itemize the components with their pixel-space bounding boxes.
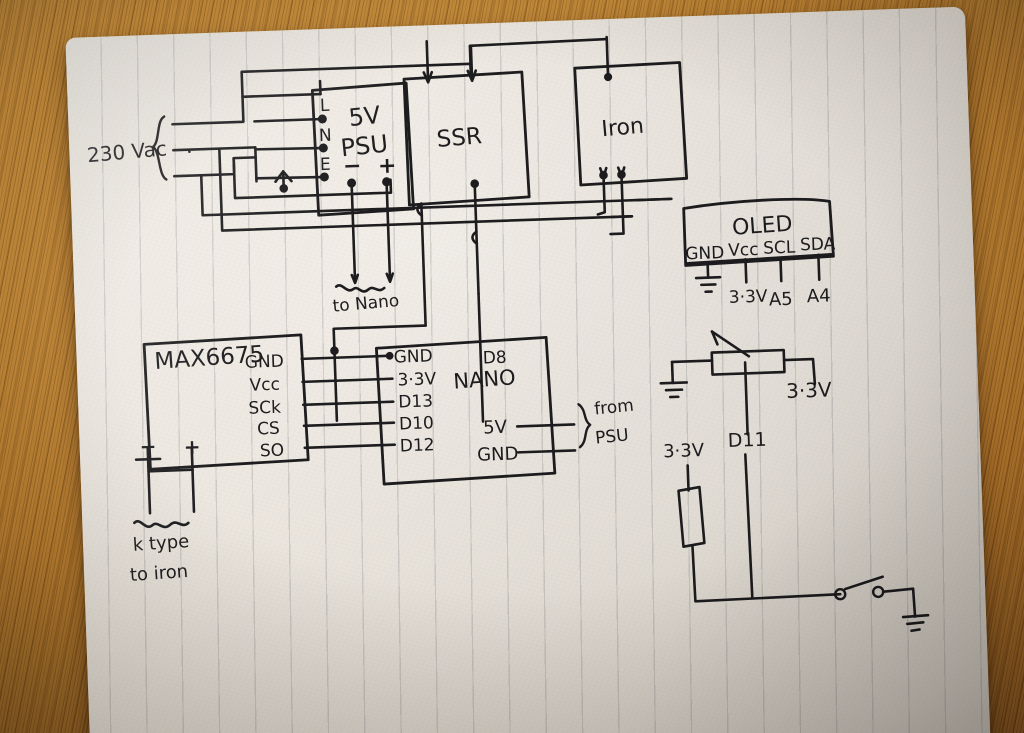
ink-drawing-layer: 230 Vac L N E 5V PSU − + to Nano SSR Iro… <box>65 7 990 733</box>
label-psu-n: N <box>319 126 332 146</box>
max6675-box <box>142 333 310 471</box>
oled-box <box>682 197 835 267</box>
nano-right-pin-wires <box>515 403 592 454</box>
wire-hops <box>416 197 673 245</box>
label-psu-minus: − <box>343 154 362 180</box>
label-max-sck: SCk <box>248 398 281 419</box>
label-button-supply: 3·3V <box>663 440 705 462</box>
label-nano-33v: 3·3V <box>397 369 437 390</box>
label-oled-sda-net: A4 <box>806 285 830 307</box>
thermocouple-terminals <box>133 446 196 529</box>
label-nano-5v: 5V <box>483 417 508 439</box>
label-nano-gnd-right: GND <box>477 443 519 465</box>
iron-terminals <box>596 35 626 236</box>
ssr-to-nano-wires <box>332 292 485 423</box>
label-230vac: 230 Vac <box>86 136 168 167</box>
label-psu-plus: + <box>378 153 397 179</box>
label-max-vcc: Vcc <box>249 375 280 396</box>
label-from-psu-2: PSU <box>594 425 629 448</box>
oled-pin-wires <box>686 253 833 294</box>
label-oled: OLED <box>731 212 793 241</box>
notepad-paper: 230 Vac L N E 5V PSU − + to Nano SSR Iro… <box>65 6 991 733</box>
potentiometer-circuit <box>659 330 817 436</box>
nano-gnd-node <box>330 346 339 356</box>
label-oled-sda: SDA <box>800 234 836 255</box>
label-oled-vcc: Vcc <box>728 240 759 261</box>
label-nano-d8: D8 <box>482 348 507 369</box>
label-nano-d10: D10 <box>399 413 434 434</box>
label-iron: Iron <box>600 114 644 143</box>
label-to-nano: to Nano <box>332 291 400 317</box>
label-nano-gnd: GND <box>393 346 433 367</box>
label-tc-plus: + <box>183 434 201 459</box>
label-psu-l: L <box>320 96 331 116</box>
label-nano-d13: D13 <box>398 391 433 412</box>
label-from-psu-1: from <box>593 396 634 420</box>
mains-brace <box>152 115 168 181</box>
mains-feed-wires <box>171 92 322 183</box>
button-circuit <box>677 453 930 633</box>
label-tc-minus: − <box>139 434 157 459</box>
label-oled-vcc-net: 3·3V <box>728 287 768 308</box>
mains-top-rails <box>468 37 609 78</box>
max6675-pin-wires <box>300 354 382 450</box>
label-pot-supply: 3·3V <box>786 377 833 403</box>
handwritten-labels: 230 Vac L N E 5V PSU − + to Nano SSR Iro… <box>86 96 836 586</box>
label-nano-d12: D12 <box>399 435 434 456</box>
label-max-so: SO <box>260 441 285 462</box>
label-nano-title: NANO <box>453 365 517 393</box>
label-max-cs: CS <box>257 419 280 440</box>
label-psu-title-1: 5V <box>347 101 382 132</box>
label-k-type: k type <box>132 531 190 556</box>
label-oled-gnd: GND <box>685 243 725 264</box>
iron-box <box>573 61 689 187</box>
label-oled-scl: SCL <box>763 238 796 259</box>
ssr-box <box>402 70 531 207</box>
label-to-iron: to iron <box>129 561 189 586</box>
nano-left-pin-ticks <box>375 351 397 447</box>
label-psu-title-2: PSU <box>339 130 389 163</box>
psu-terminals <box>253 114 329 193</box>
label-ssr: SSR <box>436 123 483 153</box>
label-max-gnd: GND <box>244 352 284 373</box>
schematic-svg: 230 Vac L N E 5V PSU − + to Nano SSR Iro… <box>86 35 930 633</box>
label-button-pin: D11 <box>727 429 767 452</box>
mains-bus-wires <box>188 62 673 232</box>
nano-box <box>374 335 557 486</box>
ssr-terminals <box>420 40 480 327</box>
label-oled-scl-net: A5 <box>769 289 793 311</box>
label-psu-e: E <box>320 155 331 175</box>
